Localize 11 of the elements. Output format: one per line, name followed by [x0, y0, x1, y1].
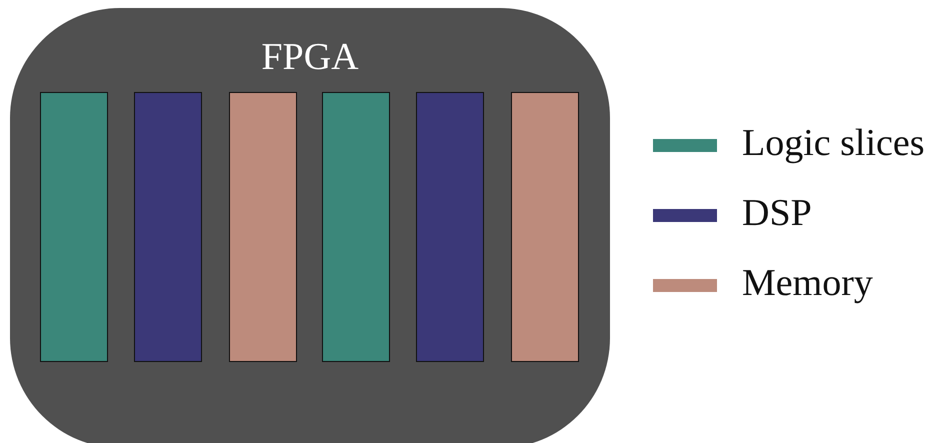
resource-column: [40, 92, 108, 362]
chip-title: FPGA: [261, 35, 359, 80]
legend-label: DSP: [742, 191, 812, 235]
legend-label: Logic slices: [742, 121, 925, 165]
resource-column: [511, 92, 579, 362]
resource-column: [134, 92, 202, 362]
chip-outline: [10, 8, 610, 443]
legend-label: Memory: [742, 261, 873, 305]
resource-column: [229, 92, 297, 362]
resource-column: [322, 92, 390, 362]
resource-column: [416, 92, 484, 362]
